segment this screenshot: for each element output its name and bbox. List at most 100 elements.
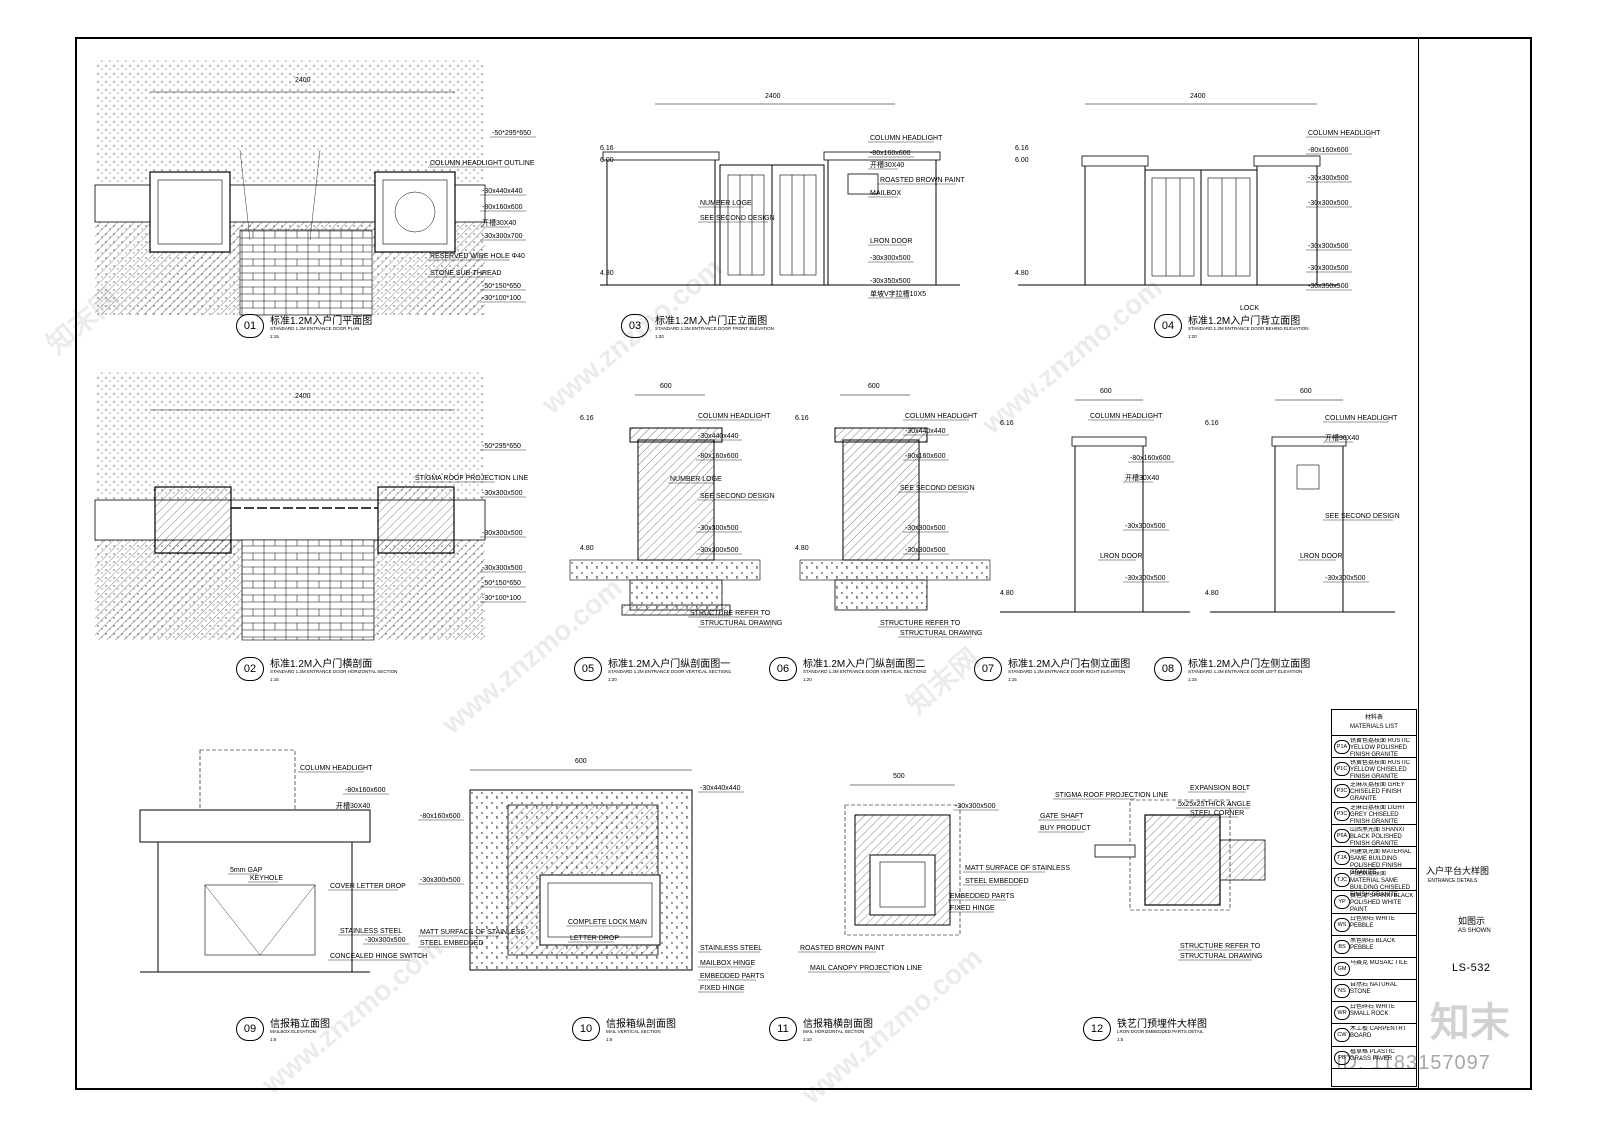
annotation-column-headlight: COLUMN HEADLIGHT: [905, 413, 978, 420]
level-marker: 6.00: [1015, 157, 1029, 164]
annotation-expansion-bolt: EXPANSION BOLT: [1190, 785, 1251, 792]
view-number-badge: 01: [236, 314, 264, 338]
annotation-p-30x300x500: -30x300x500: [1308, 243, 1349, 250]
annotation-structure-refer: STRUCTURE REFER TO: [880, 620, 961, 627]
annotation-embedded-parts: EMBEDDED PARTS: [950, 893, 1015, 900]
view-title-en: MAIL HORIZONTAL SECTION: [803, 1029, 865, 1034]
watermark-logo: 知末: [1430, 1001, 1510, 1045]
material-code: TJA: [1334, 850, 1350, 865]
sheet-scale-en: AS SHOWN: [1458, 928, 1491, 934]
level-marker: 6.16: [600, 145, 614, 152]
material-desc: 锈黄色荔枝面 RUSTIC YELLOW CHISELED FINISH GRA…: [1350, 760, 1411, 781]
annotation-matt-surface: MATT SURFACE OF STAINLESS: [965, 865, 1070, 872]
annotation-cover-letter-drop: COVER LETTER DROP: [330, 883, 406, 890]
view-scale: 1:15: [1188, 677, 1197, 682]
material-desc: 山西黑光面 SHANXI BLACK POLISHED FINISH GRANI…: [1350, 826, 1405, 847]
annotation-column-headlight: COLUMN HEADLIGHT: [1090, 413, 1163, 420]
view-title: 标准1.2M入户门正立面图: [655, 316, 768, 327]
annotation-p-30x100x100: -30*100*100: [482, 295, 521, 302]
annotation-mail-canopy-projection-line: MAIL CANOPY PROJECTION LINE: [810, 965, 922, 972]
annotation-stigma-roof-projection-line: STIGMA ROOF PROJECTION LINE: [1055, 792, 1169, 799]
annotation-matt-surface: MATT SURFACE OF STAINLESS: [420, 929, 525, 936]
view-number-badge: 05: [574, 657, 602, 681]
view-title-en: STANDARD 1.2M ENTRANCE DOOR VERTICAL SEC…: [608, 669, 732, 674]
annotation-column-headlight: COLUMN HEADLIGHT: [1308, 130, 1381, 137]
level-marker: 6.16: [580, 415, 594, 422]
view-number-badge: 12: [1083, 1017, 1111, 1041]
view-title: 标准1.2M入户门横剖面: [270, 659, 373, 670]
view-title: 标准1.2M入户门纵剖面图一: [608, 659, 731, 670]
annotation-see-second-design: SEE SECOND DESIGN: [700, 215, 775, 222]
annotation-p-30x300x500: -30x300x500: [698, 547, 739, 554]
view-title: 标准1.2M入户门纵剖面图二: [803, 659, 926, 670]
annotation-reserved-wire-hole: RESERVED WIRE HOLE Φ40: [430, 253, 525, 260]
material-code: CW: [1334, 1028, 1350, 1043]
view-title: 信报箱纵剖面图: [606, 1019, 676, 1030]
annotation-steel-embedded: STEEL EMBEDDED: [965, 878, 1029, 885]
view-number-badge: 02: [236, 657, 264, 681]
dim-label: 2400: [295, 77, 311, 84]
material-code: PB: [1334, 1050, 1350, 1065]
dim-label: 600: [868, 383, 880, 390]
view-title-en: STANDARD 1.2M ENTRANCE DOOR LEFT ELEVATI…: [1188, 669, 1303, 674]
annotation-see-second-design: SEE SECOND DESIGN: [1325, 513, 1400, 520]
material-desc: 芝麻白荔枝面 LIGHT GREY CHISELED FINISH GRANIT…: [1350, 804, 1406, 825]
material-desc: 白色碎石 WHITE SMALL ROCK: [1350, 1004, 1395, 1018]
annotation-p-30x300x500: -30x300x500: [1325, 575, 1366, 582]
annotation-p-80x160x600: -80x160x600: [1308, 147, 1349, 154]
materials-header: 材料表 MATERIALS LIST: [1332, 710, 1416, 736]
annotation-roasted-brown-paint: ROASTED BROWN PAINT: [800, 945, 885, 952]
annotation-p-80x160x600: -80x160x600: [870, 150, 911, 157]
view-title-en: STANDARD 1.2M ENTRANCE DOOR VERTICAL SEC…: [803, 669, 927, 674]
view-title-en: STANDARD 1.2M ENTRANCE DOOR PLAN: [270, 326, 360, 331]
annotation-structure-refer: STRUCTURE REFER TO: [690, 610, 771, 617]
material-code: NS: [1334, 984, 1350, 999]
material-desc: 锈黄色荔枝面 RUSTIC YELLOW POLISHED FINISH GRA…: [1350, 738, 1411, 758]
material-code: TJC: [1334, 873, 1350, 888]
view-title-en: STANDARD 1.2M ENTRANCE DOOR HORIZONTAL S…: [270, 669, 398, 674]
annotation-p-30x440x440: -30x440x440: [482, 188, 523, 195]
annotation-p-30x300x500: -30x300x500: [482, 530, 523, 537]
view-title-en: STANDARD 1.2M ENTRANCE DOOR BEHIND ELEVA…: [1188, 326, 1309, 331]
material-desc: 马赛克 MOSAIC TILE: [1350, 959, 1408, 966]
annotation-p-80x160x600: -80x160x600: [698, 453, 739, 460]
view-01-plan: 2400: [94, 60, 486, 316]
sheet-title-cn: 入户平台大样图: [1426, 866, 1490, 876]
annotation-p-50x150x650: -50*150*650: [482, 283, 521, 290]
annotation-p-50x295x650: -50*295*650: [482, 443, 521, 450]
level-marker: 4.80: [1000, 590, 1014, 597]
material-desc: 同建筑荔枝面 MATERIAL SAME BUILDING CHISELED F…: [1350, 871, 1411, 899]
annotation-p-30x440x440: -30x440x440: [698, 433, 739, 440]
view-number-badge: 10: [572, 1017, 600, 1041]
level-marker: 6.16: [1205, 420, 1219, 427]
material-code: YP: [1334, 895, 1350, 910]
annotation-angle-steel: 5x25x25THICK ANGLE: [1178, 801, 1251, 808]
annotation-number-loge: NUMBER LOGE: [700, 200, 752, 207]
material-desc: 自然石 NATURAL STONE: [1350, 982, 1398, 996]
view-title-en: STANDARD 1.2M ENTRANCE DOOR FRONT ELEVAT…: [655, 326, 774, 331]
annotation-p-30x300x500: -30x300x500: [1308, 175, 1349, 182]
view-scale: 1:20: [1188, 334, 1197, 339]
material-desc: 同建筑光面 MATERIAL SAME BUILDING POLISHED FI…: [1350, 848, 1412, 876]
annotation-keyhole: KEYHOLE: [250, 875, 283, 882]
annotation-column-headlight-outline: COLUMN HEADLIGHT OUTLINE: [430, 160, 535, 167]
annotation-p-30x300x500: -30x300x500: [1308, 265, 1349, 272]
drawing-number: LS-532: [1452, 962, 1491, 974]
annotation-p-30x300x500: -30x300x500: [905, 525, 946, 532]
view-07-right-elevation: 600: [1000, 388, 1190, 613]
annotation-letter-drop: LETTER DROP: [570, 935, 619, 942]
annotation-mailbox-hinge: MAILBOX HINGE: [700, 960, 756, 967]
annotation-p-10x5: 单坡V字拉槽10X5: [870, 289, 926, 298]
material-code: BS: [1334, 939, 1350, 954]
annotation-p-30x300x500: -30x300x500: [482, 565, 523, 572]
annotation-lron-door: LRON DOOR: [1100, 553, 1142, 560]
watermark-id: ID: 1183157097: [1336, 1052, 1491, 1074]
dim-label: 600: [660, 383, 672, 390]
annotation-stigma-roof-projection-line: STIGMA ROOF PROJECTION LINE: [415, 475, 529, 482]
